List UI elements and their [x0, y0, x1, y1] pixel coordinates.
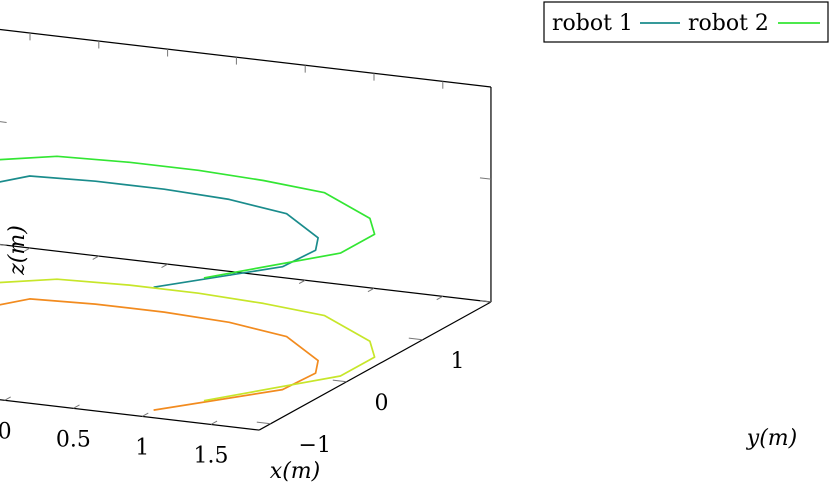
y-tick-right-0 — [256, 421, 271, 425]
x-tick-label: 0.5 — [56, 427, 91, 452]
y-tick-label: 1 — [451, 349, 465, 374]
x-tick-front-3 — [4, 396, 11, 401]
x-axis-line — [0, 399, 260, 431]
tick-labels: −1.5−1−0.500.511.5−10100.2 — [0, 349, 465, 469]
y-tick-label: 0 — [375, 391, 389, 416]
x-tick-back-1 — [92, 255, 100, 260]
x-tick-front-5 — [141, 412, 149, 417]
x-tick-back-0 — [23, 247, 31, 252]
y-tick-right-2 — [408, 337, 423, 341]
x-tick-front-4 — [73, 404, 80, 409]
y-tick-label: −1 — [299, 433, 331, 458]
x-tick-label: 1.5 — [194, 443, 229, 468]
axis-box — [0, 28, 492, 431]
x-tick-front-6 — [210, 420, 218, 425]
legend-label-robot-1: robot 1 — [552, 11, 633, 36]
series-layer — [0, 155, 376, 411]
legend-label-robot-2: robot 2 — [688, 11, 769, 36]
z-axis-label: z(m) — [5, 225, 30, 276]
series-line-robot-1 — [0, 175, 319, 289]
top-edge-back — [0, 28, 492, 88]
z-tick-back-right-1 — [479, 177, 492, 180]
z-tick-back-left-0 — [0, 244, 7, 246]
z-tick-back-left-1 — [0, 121, 7, 123]
y-axis-line — [258, 301, 492, 431]
x-tick-label: 1 — [135, 435, 149, 460]
y-axis-label: y(m) — [746, 426, 797, 451]
x-tick-back-4 — [298, 279, 306, 285]
legend: robot 1 robot 2 — [543, 1, 829, 43]
x-tick-label: 0 — [0, 419, 12, 444]
x-tick-back-5 — [367, 287, 375, 293]
x-tick-back-6 — [436, 295, 444, 301]
legend-box — [543, 1, 829, 43]
series-line-robot-2 — [0, 155, 376, 279]
x-tick-back-2 — [161, 263, 168, 268]
tick-marks — [0, 33, 492, 425]
z-tick-back-right-0 — [479, 300, 492, 303]
y-tick-right-1 — [332, 379, 347, 383]
series-line-projection-3 — [0, 278, 376, 402]
series-line-projection-2 — [0, 298, 319, 411]
x-axis-label: x(m) — [270, 459, 320, 484]
